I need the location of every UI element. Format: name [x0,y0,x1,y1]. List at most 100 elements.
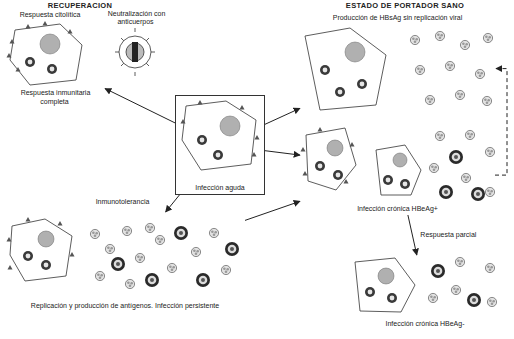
neutralised-virion [115,28,155,76]
art-use [145,223,154,232]
hepatocyte-chronic-late [355,258,415,312]
caption-text: Replicación y producción de antígenos. I… [30,302,220,309]
chronic-infection-late: Infección crónica HBeAg- [345,255,505,330]
art-use [333,170,343,180]
art-use [25,57,35,67]
art-line [115,52,119,53]
edge-label: Respuesta parcial [419,231,477,239]
art-use [429,163,438,172]
art-use [125,279,134,288]
node-caption: Infección crónica HBeAg+ [300,205,495,213]
art-use [198,100,203,105]
section-heading: RECUPERACION [40,1,120,10]
connector-arrow [245,201,300,220]
art-use [41,260,51,270]
node-caption: Infección crónica HBeAg- [345,320,505,328]
acute-infection-box: Infección aguda [175,95,265,195]
chronic-infection: Infección crónica HBeAg+ [300,120,495,215]
art-polygon [305,28,386,110]
art-use [318,127,323,132]
art-use [135,253,144,262]
art-use [410,35,419,44]
art-use [26,24,31,29]
connector-arrow [265,108,300,124]
art-use [467,293,481,307]
art-use [90,229,99,238]
viral-particles [90,223,239,288]
art-rect [132,42,138,62]
node-caption: Respuesta inmunitaria completa [5,89,105,106]
hepatocyte-chronic [301,127,422,195]
art-use [455,90,464,99]
process-label: Neutralización con anticuerpos [95,10,177,27]
art-use [68,29,73,34]
art-use [167,263,176,272]
art-use [301,147,306,152]
art-use [471,187,485,201]
art-use [475,69,484,78]
art-use [43,21,48,26]
art-use [26,217,31,222]
hepatocyte-recovered [7,21,83,85]
art-use [445,61,454,70]
art-use [483,33,492,42]
node-caption: Replicación y producción de antígenos. I… [5,302,245,310]
art-use [191,247,200,256]
node-caption: Infección aguda [176,184,264,192]
node-caption: Producción de HBsAg sin replicación vira… [300,14,495,22]
art-use [155,235,164,244]
art-use [415,65,424,74]
art-use [58,221,63,226]
caption-text: Producción de HBsAg sin replicación vira… [332,14,464,21]
art-use [487,297,496,306]
hepatocyte-acute [181,100,260,170]
art-use [209,228,218,237]
art-use [451,285,460,294]
healthy-carrier: Producción de HBsAg sin replicación vira… [300,13,495,114]
caption-text: Respuesta inmunitaria completa [20,89,91,104]
art-use [70,252,75,257]
art-use [400,179,410,189]
caption-text: Infección crónica HBeAg- [385,320,466,327]
viral-particles [428,257,496,307]
art-use [431,264,445,278]
art-use [320,65,330,75]
art-use [383,175,393,185]
art-use [482,96,491,105]
art-circle [119,36,151,68]
process-label: Respuesta citolítica [8,11,92,19]
art-circle [327,140,343,156]
art-use [122,226,131,235]
connector-arrow [408,215,417,255]
art-use [240,105,245,110]
caption-text: Infección crónica HBeAg+ [356,205,439,212]
art-polygon [306,128,356,190]
label-text: Neutralización con anticuerpos [107,10,166,25]
art-use [435,131,444,140]
art-use [303,171,308,176]
art-use [461,173,470,182]
art-use [213,150,223,160]
art-use [485,187,494,196]
art-use [181,119,186,124]
art-polygon [10,24,82,85]
art-use [105,244,114,253]
connector-arrow [105,89,175,123]
section-heading: ESTADO DE PORTADOR SANO [325,1,485,10]
art-circle [220,116,240,136]
art-use [357,79,367,89]
art-use [174,226,188,240]
label-text: ESTADO DE PORTADOR SANO [345,1,465,10]
art-use [10,39,15,44]
art-use [7,53,12,58]
art-use [145,273,159,287]
art-use [439,185,453,199]
art-line [135,72,136,76]
caption-text: Infección aguda [194,184,245,191]
hepatocyte-carrier [305,28,386,110]
connector-arrow [495,69,507,176]
art-use [8,265,13,270]
